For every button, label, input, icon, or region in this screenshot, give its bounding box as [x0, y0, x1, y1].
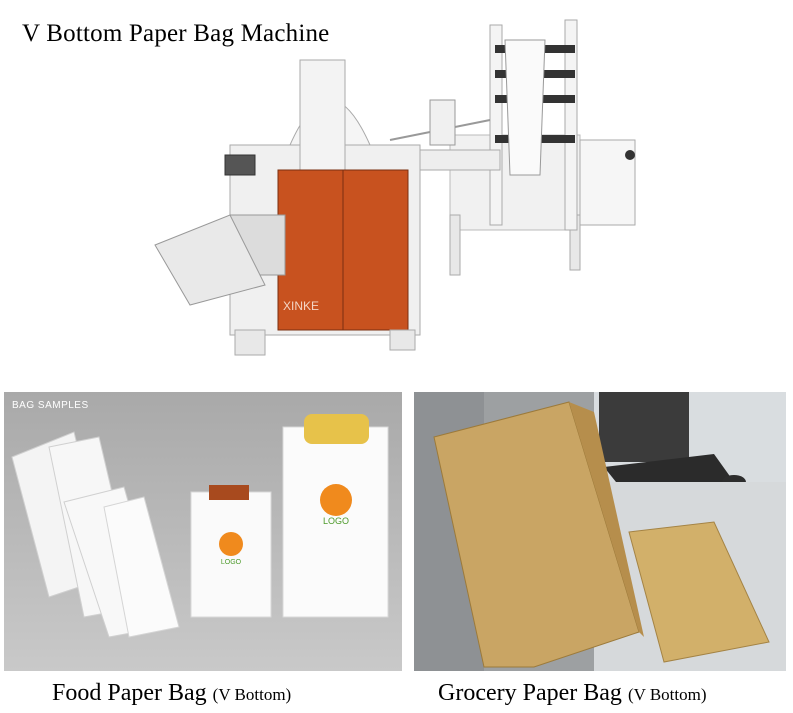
- grocery-bag-caption: Grocery Paper Bag (V Bottom): [438, 680, 707, 707]
- svg-text:XINKE: XINKE: [283, 299, 319, 313]
- grocery-bag-photo: [414, 392, 786, 671]
- grocery-caption-main: Grocery Paper Bag: [438, 680, 622, 706]
- unwind-stand: [449, 19, 636, 276]
- grocery-bag-scene: [414, 392, 786, 671]
- food-bag-photo: LOGO LOGO BAG SAMPLES: [4, 392, 402, 671]
- food-bag-scene: LOGO LOGO: [4, 392, 402, 671]
- food-caption-sub: (V Bottom): [212, 685, 292, 704]
- svg-text:LOGO: LOGO: [221, 559, 242, 566]
- main-body: XINKE: [154, 59, 421, 356]
- bag-samples-label: BAG SAMPLES: [12, 400, 89, 411]
- food-bag-caption: Food Paper Bag (V Bottom): [52, 680, 291, 707]
- machine-image: XINKE: [154, 19, 636, 356]
- page-title: V Bottom Paper Bag Machine: [22, 20, 330, 47]
- food-caption-main: Food Paper Bag: [52, 680, 207, 706]
- svg-text:LOGO: LOGO: [323, 516, 349, 526]
- grocery-caption-sub: (V Bottom): [627, 685, 707, 704]
